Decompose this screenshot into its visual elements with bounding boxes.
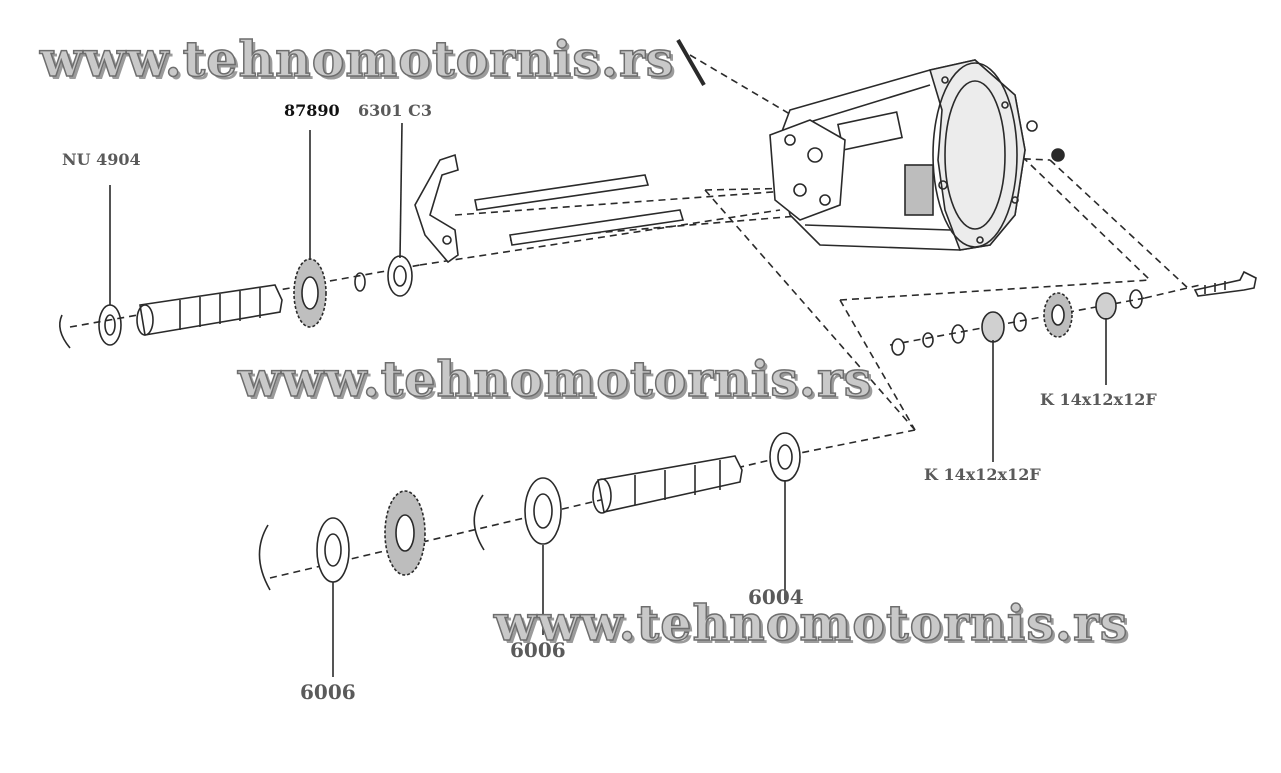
housing-fasteners (676, 38, 1065, 162)
shift-rails (474, 174, 685, 246)
label-nu-4904: NU 4904 (62, 150, 141, 169)
leader-lines (109, 122, 1107, 677)
label-6301-c3: 6301 C3 (358, 101, 432, 120)
watermark-top: www.tehnomotornis.rs (39, 29, 675, 89)
label-6006-left: 6006 (300, 680, 356, 704)
upper-shaft-assembly (59, 255, 413, 349)
label-6006-middle: 6006 (510, 638, 566, 662)
shift-fork (414, 153, 459, 264)
transmission-housing (769, 59, 1026, 251)
label-k-14x12x12f-right: K 14x12x12F (1040, 390, 1157, 409)
lower-shaft-assembly (258, 432, 801, 591)
label-k-14x12x12f-middle: K 14x12x12F (924, 465, 1041, 484)
watermark-bottom: www.tehnomotornis.rs (493, 593, 1129, 653)
bolt-right (1193, 270, 1257, 297)
label-6004: 6004 (748, 585, 804, 609)
needle-bearing-group (891, 289, 1143, 356)
watermark-middle: www.tehnomotornis.rs (237, 349, 873, 409)
label-87890: 87890 (284, 101, 340, 120)
